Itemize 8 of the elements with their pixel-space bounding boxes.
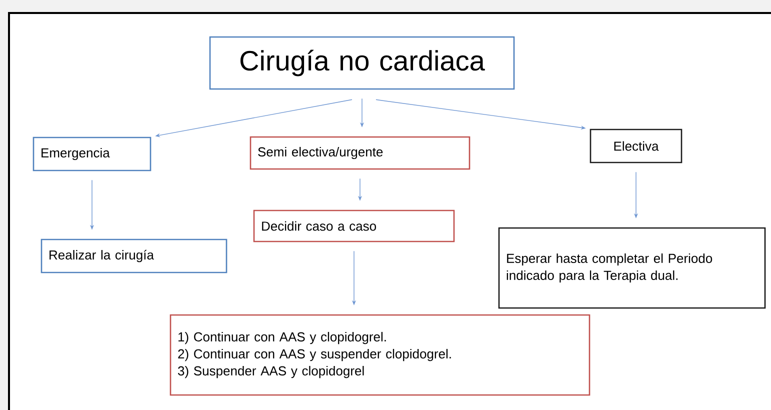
options-box: 1) Continuar con AAS y clopidogrel. 2) Continuar con AAS y suspender clopidogrel. 3) Suspender AAS y clopidogrel xyxy=(170,314,590,396)
process-box: Semi electiva/urgente xyxy=(250,136,470,170)
process-box: Decidir caso a caso xyxy=(253,210,455,242)
process-box: Realizar la cirugía xyxy=(40,238,228,274)
title-box: Cirugía no cardiaca xyxy=(209,36,515,90)
process-box: Emergencia xyxy=(32,136,152,172)
process-box: Electiva xyxy=(590,128,682,164)
process-box: Esperar hasta completar el Periodo indicado para la Terapia dual. xyxy=(498,227,766,309)
